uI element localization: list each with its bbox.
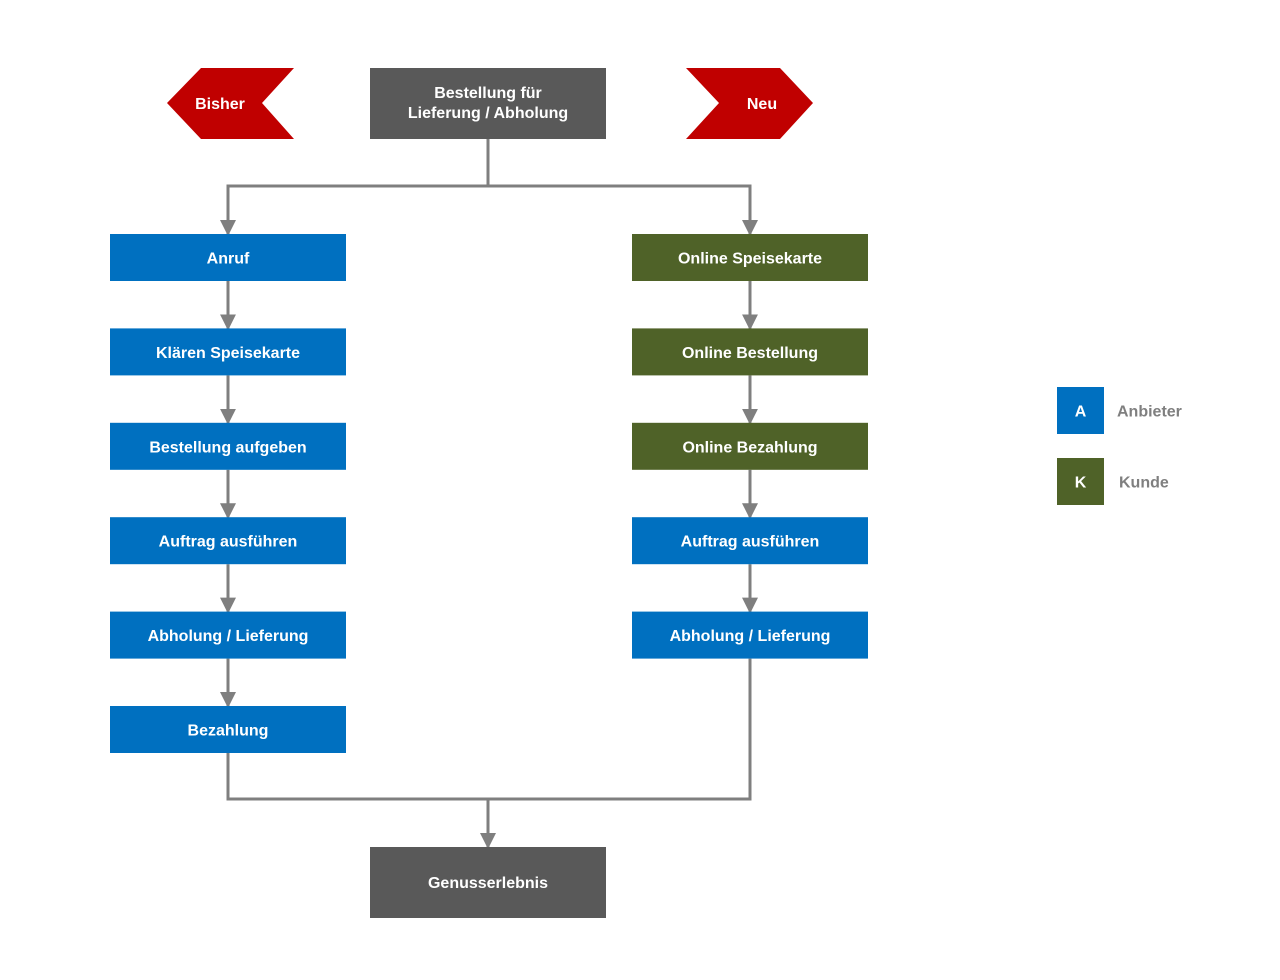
new-flow-step: Online Bezahlung [632,422,868,470]
new-flow-step: Online Speisekarte [632,234,868,281]
old-tag: Bisher [167,68,294,139]
new-flow-step-label: Online Bezahlung [682,439,817,456]
bottom-box-label: Genusserlebnis [428,875,548,892]
bottom-box-shape [370,847,606,918]
legend-label: Anbieter [1117,404,1182,421]
connectors [220,139,758,849]
top-box-shape [370,68,606,139]
top-box-line-1: Bestellung für [434,85,542,102]
old-flow-step-label: Anruf [207,251,250,268]
old-flow-step: Abholung / Lieferung [110,611,346,659]
old-flow-step: Bestellung aufgeben [110,422,346,470]
new-flow-step: Online Bestellung [632,328,868,376]
legend-key: K [1075,475,1087,492]
bottom-box: Genusserlebnis [370,847,606,918]
new-flow-step-box [632,517,868,565]
old-tag-label: Bisher [195,96,245,113]
legend-swatch [1057,387,1104,434]
legend-swatch [1057,458,1104,505]
legend-key: A [1075,404,1087,421]
old-tag-shape [167,68,294,139]
old-flow-step-label: Abholung / Lieferung [148,628,309,645]
old-flow-step-box [110,706,346,753]
old-flow-step-label: Auftrag ausführen [159,534,298,551]
new-flow-step: Abholung / Lieferung [632,611,868,659]
new-flow-step-label: Auftrag ausführen [681,534,820,551]
old-flow-step: Anruf [110,234,346,281]
new-flow-step-label: Abholung / Lieferung [670,628,831,645]
new-flow-step: Auftrag ausführen [632,517,868,565]
new-tag-label: Neu [747,96,777,113]
old-flow-step-box [110,234,346,281]
old-flow-step-box [110,611,346,659]
legend-item: K Kunde [1057,458,1169,505]
old-flow-step-label: Bestellung aufgeben [149,439,306,456]
old-flow-step-box [110,517,346,565]
legend-item: A Anbieter [1057,387,1182,434]
new-flow-step-label: Online Speisekarte [678,251,822,268]
old-flow-step-box [110,328,346,376]
new-flow-step-box [632,611,868,659]
new-flow-step-label: Online Bestellung [682,345,818,362]
new-tag-shape [686,68,813,139]
old-flow-step-label: Klären Speisekarte [156,345,300,362]
legend-label: Kunde [1119,475,1169,492]
old-flow-step-box [110,422,346,470]
old-flow-step: Bezahlung [110,706,346,753]
old-flow-step: Auftrag ausführen [110,517,346,565]
top-box-line-2: Lieferung / Abholung [408,105,568,122]
old-flow-step: Klären Speisekarte [110,328,346,376]
new-flow-step-box [632,234,868,281]
new-flow-step-box [632,328,868,376]
new-flow-step-box [632,422,868,470]
top-box: Bestellung für Lieferung / Abholung [370,68,606,139]
old-flow-step-label: Bezahlung [188,723,269,740]
new-tag: Neu [686,68,813,139]
